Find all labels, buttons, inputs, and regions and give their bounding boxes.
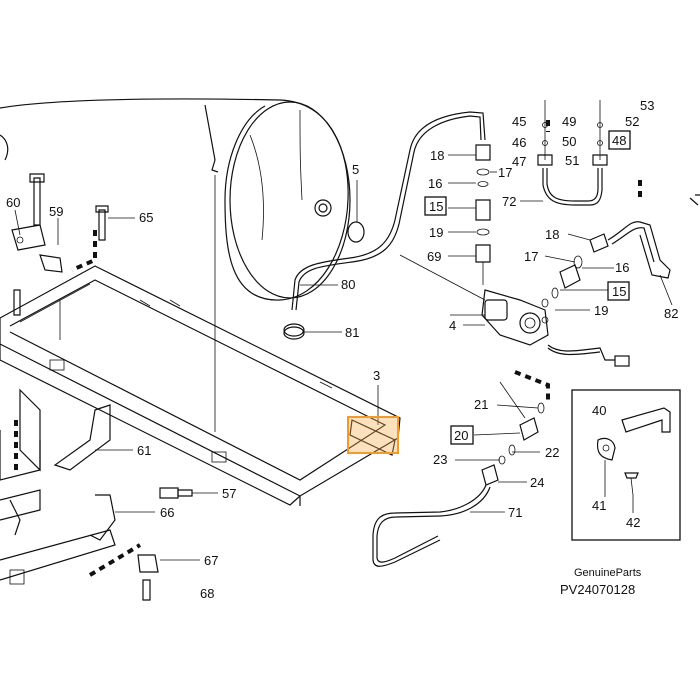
label-52: 52 bbox=[625, 114, 639, 129]
lower-fittings bbox=[372, 381, 545, 567]
label-19a: 19 bbox=[429, 225, 443, 240]
label-53: 53 bbox=[640, 98, 654, 113]
label-5: 5 bbox=[352, 162, 359, 177]
label-18a: 18 bbox=[430, 148, 444, 163]
right-fitting-chain bbox=[541, 221, 671, 308]
air-tank bbox=[0, 98, 351, 301]
leader-lines bbox=[14, 154, 673, 561]
label-16b: 16 bbox=[615, 260, 629, 275]
label-80: 80 bbox=[341, 277, 355, 292]
label-57: 57 bbox=[222, 486, 236, 501]
label-51: 51 bbox=[565, 153, 579, 168]
label-17b: 17 bbox=[524, 249, 538, 264]
label-65: 65 bbox=[139, 210, 153, 225]
label-22: 22 bbox=[545, 445, 559, 460]
label-19b: 19 bbox=[594, 303, 608, 318]
label-box-48 bbox=[608, 130, 631, 150]
label-60: 60 bbox=[6, 195, 20, 210]
grommet bbox=[283, 323, 305, 337]
label-20: 20 bbox=[454, 428, 468, 443]
label-17a: 17 bbox=[498, 165, 512, 180]
footer-code: PV24070128 bbox=[560, 582, 635, 597]
inset-detail-box bbox=[571, 389, 681, 541]
label-3: 3 bbox=[373, 368, 380, 383]
mounting-frame bbox=[0, 265, 401, 506]
label-69: 69 bbox=[427, 249, 441, 264]
label-42: 42 bbox=[626, 515, 640, 530]
label-40: 40 bbox=[592, 403, 606, 418]
label-82: 82 bbox=[664, 306, 678, 321]
label-box-20 bbox=[450, 425, 474, 445]
label-68: 68 bbox=[200, 586, 214, 601]
bolts bbox=[13, 173, 193, 499]
label-16a: 16 bbox=[428, 176, 442, 191]
highlighted-part-3[interactable] bbox=[347, 416, 399, 454]
label-47: 47 bbox=[512, 154, 526, 169]
left-brackets bbox=[0, 224, 159, 601]
label-24: 24 bbox=[530, 475, 544, 490]
label-50: 50 bbox=[562, 134, 576, 149]
label-49: 49 bbox=[562, 114, 576, 129]
label-15a: 15 bbox=[429, 199, 443, 214]
label-21: 21 bbox=[474, 397, 488, 412]
label-45: 45 bbox=[512, 114, 526, 129]
valve-assembly bbox=[399, 254, 630, 367]
label-61: 61 bbox=[137, 443, 151, 458]
label-41: 41 bbox=[592, 498, 606, 513]
footer-brand: GenuineParts bbox=[574, 567, 642, 579]
label-67: 67 bbox=[204, 553, 218, 568]
label-71: 71 bbox=[508, 505, 522, 520]
label-23: 23 bbox=[433, 452, 447, 467]
label-46: 46 bbox=[512, 135, 526, 150]
label-4: 4 bbox=[449, 318, 456, 333]
label-15b: 15 bbox=[612, 284, 626, 299]
pipe-72 bbox=[537, 100, 608, 206]
label-box-15b bbox=[607, 281, 630, 301]
pipe-80 bbox=[291, 111, 486, 311]
label-box-15a bbox=[424, 196, 447, 216]
label-72: 72 bbox=[502, 194, 516, 209]
label-59: 59 bbox=[49, 204, 63, 219]
label-18b: 18 bbox=[545, 227, 559, 242]
label-48: 48 bbox=[612, 133, 626, 148]
part-labels: 5 3 80 81 4 18 16 17 15 19 69 72 45 46 4… bbox=[6, 98, 678, 601]
label-81: 81 bbox=[345, 325, 359, 340]
fitting-stack bbox=[475, 144, 491, 285]
o-ring bbox=[347, 221, 365, 243]
label-66: 66 bbox=[160, 505, 174, 520]
